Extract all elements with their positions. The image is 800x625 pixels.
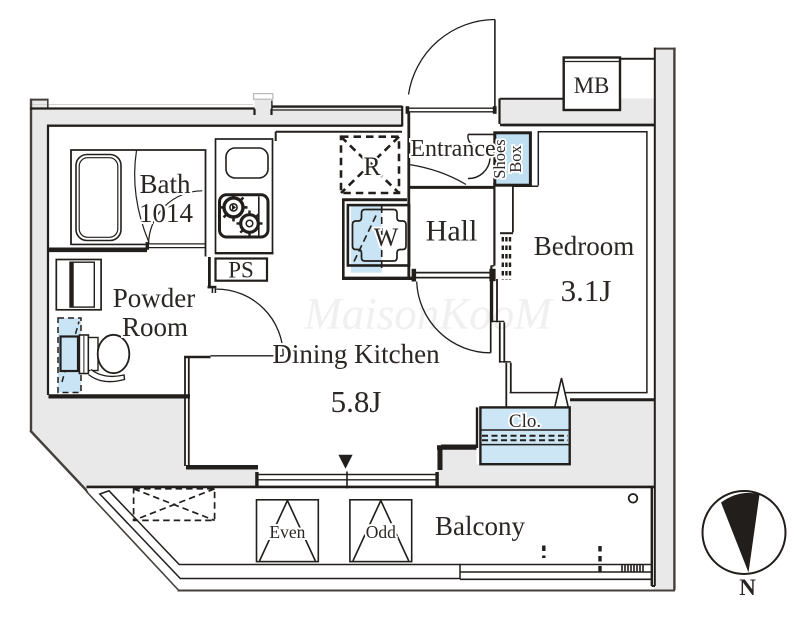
svg-text:MB: MB [574, 73, 610, 98]
svg-text:N: N [739, 575, 756, 600]
svg-text:Box: Box [506, 145, 525, 173]
svg-text:5.8J: 5.8J [331, 384, 382, 419]
svg-text:1014: 1014 [139, 198, 194, 228]
svg-text:Powder: Powder [113, 283, 196, 313]
svg-text:PS: PS [228, 258, 254, 283]
svg-text:Room: Room [122, 312, 188, 342]
svg-text:Dining Kitchen: Dining Kitchen [272, 339, 440, 369]
svg-text:MaisonKooM: MaisonKooM [303, 289, 554, 339]
svg-text:3.1J: 3.1J [561, 273, 612, 308]
svg-text:Shoes: Shoes [490, 139, 509, 178]
svg-text:Odd: Odd [366, 522, 396, 542]
svg-text:Balcony: Balcony [435, 511, 525, 541]
svg-text:Bedroom: Bedroom [534, 231, 635, 261]
svg-text:W: W [374, 223, 399, 252]
svg-text:Entrance: Entrance [410, 136, 495, 162]
svg-text:Hall: Hall [426, 215, 478, 248]
svg-text:R: R [363, 152, 381, 181]
svg-text:Even: Even [269, 522, 305, 542]
svg-text:Clo.: Clo. [509, 411, 541, 432]
svg-text:Bath: Bath [140, 169, 191, 199]
